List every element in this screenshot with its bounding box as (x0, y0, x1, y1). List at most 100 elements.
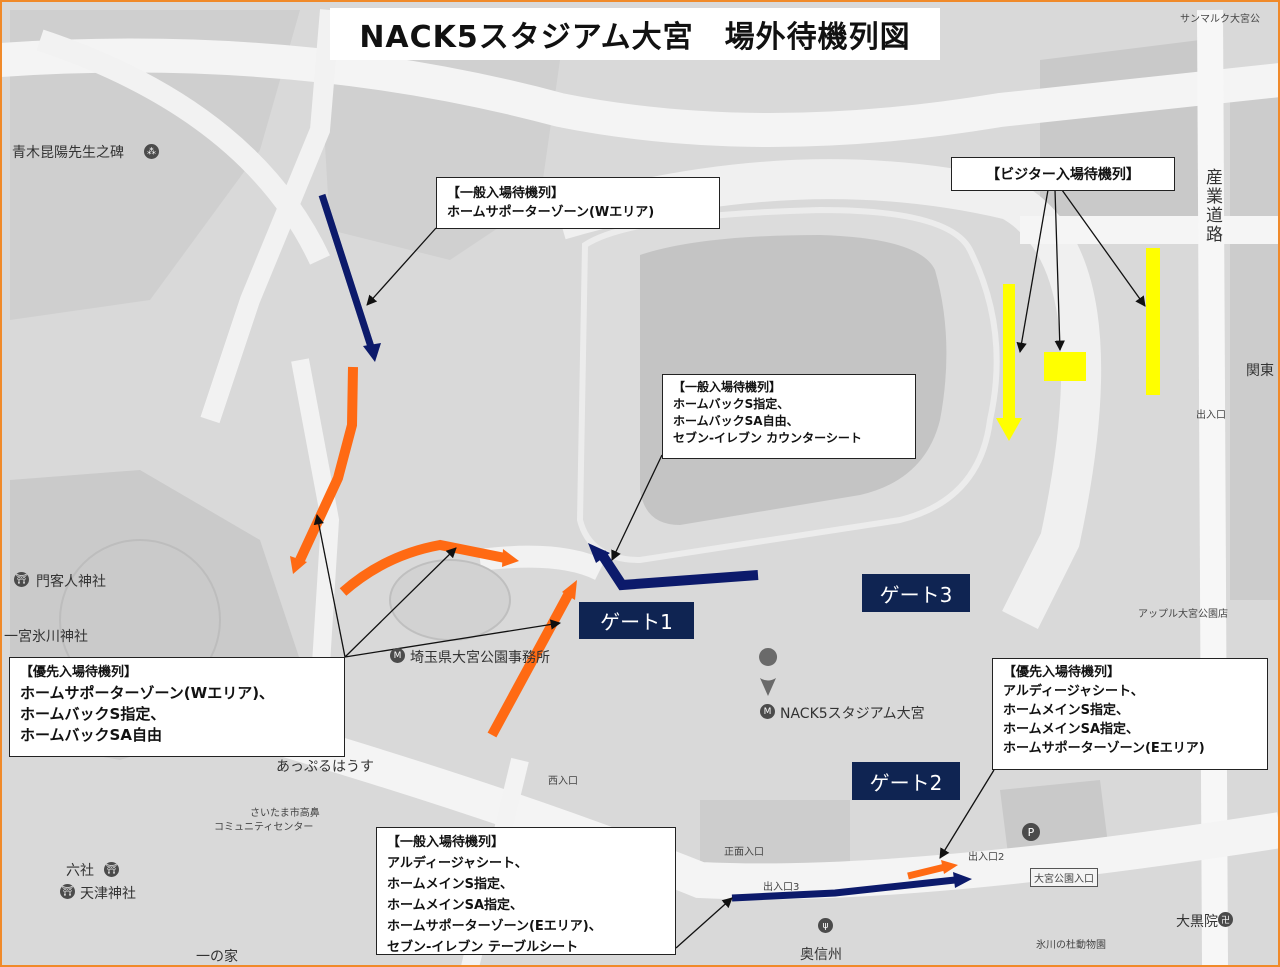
queue-general-back-head (588, 543, 610, 563)
road-north-arc (0, 38, 1280, 147)
label-shomen: 正面入口 (724, 847, 764, 858)
queue-general-back (596, 550, 759, 591)
stadium-pin-dot (764, 671, 772, 679)
callout-heading: 【一般入場待機列】 (387, 835, 505, 850)
leader-priority-e (939, 769, 995, 859)
park-area-west (10, 10, 300, 320)
queue-general-e-head (953, 872, 972, 888)
callout-line: アルディージャシート、 (387, 856, 528, 871)
leader-priority-3 (344, 619, 562, 658)
callout-line: セブン-イレブン カウンターシート (673, 431, 862, 445)
road-sangyo (1197, 9, 1228, 967)
garden-center (389, 559, 511, 641)
callout-line: ホームサポーターゾーン(Wエリア)、 (20, 684, 275, 702)
road-south (215, 702, 1280, 900)
queue-visitor-2 (1044, 352, 1086, 381)
label-community1: さいたま市高鼻 (250, 808, 320, 819)
label-deiri3: 出入口3 (763, 882, 800, 893)
callout-line: ホームサポーターゾーン(Eエリア) (1003, 741, 1205, 756)
callout-heading: 【一般入場待機列】 (447, 186, 565, 201)
leader-visitor-1 (1016, 189, 1049, 354)
gate-2-label: ゲート2 (852, 762, 960, 800)
queue-visitor-3 (1146, 248, 1160, 395)
monument-icon: ⁂ (144, 144, 159, 159)
leader-priority-2 (344, 547, 457, 658)
callout-line: ホームバックS指定、 (673, 397, 790, 411)
leader-visitor-2 (1054, 189, 1065, 352)
callout-line: ホームメインSA指定、 (387, 898, 524, 913)
gate-3-label: ゲート3 (862, 574, 970, 612)
building-south (700, 800, 850, 870)
callout-line: アルディージャシート、 (1003, 684, 1144, 699)
queue-general-e (731, 876, 956, 902)
label-ichinoya: 一の家 (196, 949, 238, 965)
road-diag-west (200, 9, 340, 424)
label-apple: アップル大宮公園店 (1138, 609, 1228, 620)
leader-visitor-3 (1061, 189, 1146, 307)
leader-general-e (675, 897, 733, 949)
leader-general-w (366, 227, 437, 306)
label-okushinshu: 奥信州 (800, 947, 842, 963)
callout-line: ホームサポーターゾーン(Wエリア) (447, 205, 655, 220)
label-daikokuin: 大黒院 (1176, 914, 1218, 930)
label-hikawa: 一宮氷川神社 (4, 629, 88, 645)
label-monkyaku: 門客人神社 (36, 574, 106, 590)
label-deiriguchi: 出入口 (1196, 410, 1226, 421)
label-deiri2: 出入口2 (968, 852, 1005, 863)
page-title: NACK5スタジアム大宮 場外待機列図 (330, 8, 940, 60)
label-aoki: 青木昆陽先生之碑 (12, 145, 124, 161)
callout-line: ホームメインSA指定、 (1003, 722, 1140, 737)
leader-general-back (611, 454, 663, 561)
building-east (1040, 40, 1200, 240)
queue-priority-mid (339, 539, 506, 596)
callout-priority-w: 【優先入場待機列】 ホームサポーターゾーン(Wエリア)、 ホームバックS指定、 … (9, 657, 345, 757)
callout-general-w: 【一般入場待機列】 ホームサポーターゾーン(Wエリア) (436, 177, 720, 229)
shrine-icon: ⛩ (14, 572, 29, 587)
parking-icon: P (1022, 823, 1040, 841)
callout-line: ホームバックSA自由 (20, 726, 162, 744)
office-icon: M (390, 648, 405, 663)
queue-priority-diag (487, 592, 573, 738)
leader-priority-1 (313, 513, 346, 658)
label-nishi: 西入口 (548, 776, 578, 787)
road-curve-upper (36, 29, 330, 265)
queue-general-w (318, 193, 376, 352)
label-omiyakoen: 大宮公園入口 (1030, 868, 1098, 887)
callout-line: ホームメインS指定、 (387, 877, 513, 892)
tenshin-shrine-icon: ⛩ (60, 884, 75, 899)
callout-line: ホームメインS指定、 (1003, 703, 1129, 718)
queue-visitor-1 (1003, 284, 1015, 419)
callout-priority-e: 【優先入場待機列】 アルディージャシート、 ホームメインS指定、 ホームメインS… (992, 658, 1268, 770)
label-office: 埼玉県大宮公園事務所 (410, 650, 550, 666)
label-seki: 関東 (1246, 363, 1274, 379)
label-community2: コミュニティセンター (214, 822, 314, 833)
label-sanmaruku: サンマルク大宮公 (1180, 14, 1260, 25)
queue-general-w-head (363, 343, 381, 362)
temple-icon: 卍 (1218, 912, 1233, 927)
callout-heading: 【優先入場待機列】 (1003, 665, 1121, 680)
callout-line: ホームバックS指定、 (20, 705, 166, 723)
label-sangyo: 産業道路 (1202, 168, 1222, 244)
callout-heading: 【一般入場待機列】 (673, 380, 782, 394)
callout-visitor: 【ビジター入場待機列】 (951, 157, 1175, 191)
queue-priority-mid-head (502, 549, 519, 567)
callout-heading: 【優先入場待機列】 (20, 665, 138, 680)
callout-line: ホームサポーターゾーン(Eエリア)、 (387, 919, 602, 934)
stadium-pin-icon (759, 648, 778, 696)
label-tenshin: 天津神社 (80, 886, 136, 902)
rokusha-shrine-icon: ⛩ (104, 862, 119, 877)
queue-priority-diag-head (562, 580, 577, 600)
callout-line: セブン-イレブン テーブルシート (387, 940, 579, 955)
callout-general-back: 【一般入場待機列】 ホームバックS指定、 ホームバックSA自由、 セブン-イレブ… (662, 374, 916, 459)
restaurant-icon: ψ (818, 918, 833, 933)
queue-priority-e-head (941, 860, 958, 874)
callout-line: ホームバックSA自由、 (673, 414, 799, 428)
label-apufuru: あっぷるはうす (276, 759, 374, 775)
road-west-path (291, 358, 340, 681)
callout-general-e: 【一般入場待機列】 アルディージャシート、 ホームメインS指定、 ホームメインS… (376, 827, 676, 955)
queue-visitor-1-head (996, 418, 1022, 441)
stadium-marker-icon: M (760, 704, 775, 719)
label-hikawa-zoo: 氷川の杜動物園 (1036, 940, 1106, 951)
